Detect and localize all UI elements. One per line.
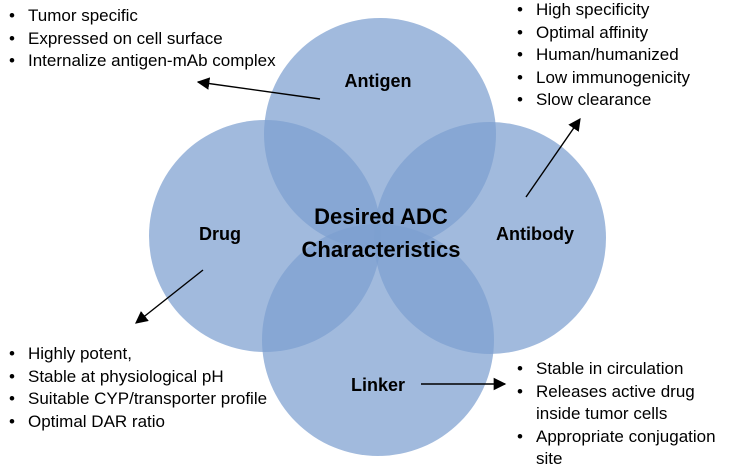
linker-circle-label: Linker — [351, 375, 405, 395]
list-item: Highly potent, — [6, 343, 276, 366]
list-item: Stable at physiological pH — [6, 366, 276, 389]
list-item: Optimal DAR ratio — [6, 411, 276, 434]
list-item: Releases active drug inside tumor cells — [514, 381, 740, 426]
antigen-characteristics-list: Tumor specific Expressed on cell surface… — [6, 5, 306, 73]
center-label-line1: Desired ADC — [314, 204, 448, 229]
list-item: Slow clearance — [514, 89, 740, 112]
drug-circle-label: Drug — [199, 224, 241, 244]
list-item: Low immunogenicity — [514, 67, 740, 90]
list-item: Expressed on cell surface — [6, 28, 306, 51]
list-item: Suitable CYP/transporter profile — [6, 388, 276, 411]
list-item: High specificity — [514, 0, 740, 22]
list-item: Appropriate conjugation site — [514, 426, 740, 471]
antibody-arrow — [525, 117, 581, 198]
antibody-circle-label: Antibody — [496, 224, 574, 244]
venn-circles — [149, 18, 606, 456]
list-item: Internalize antigen-mAb complex — [6, 50, 306, 73]
drug-characteristics-list: Highly potent, Stable at physiological p… — [6, 343, 276, 433]
list-item: Human/humanized — [514, 44, 740, 67]
drug-arrow — [135, 269, 204, 324]
list-item: Stable in circulation — [514, 358, 740, 381]
center-label-line2: Characteristics — [302, 237, 461, 262]
antigen-arrow — [196, 77, 321, 100]
antigen-circle-label: Antigen — [345, 71, 412, 91]
list-item: Optimal affinity — [514, 22, 740, 45]
list-item: Tumor specific — [6, 5, 306, 28]
antibody-characteristics-list: High specificity Optimal affinity Human/… — [514, 0, 740, 112]
linker-characteristics-list: Stable in circulation Releases active dr… — [514, 358, 740, 471]
linker-circle — [262, 224, 494, 456]
